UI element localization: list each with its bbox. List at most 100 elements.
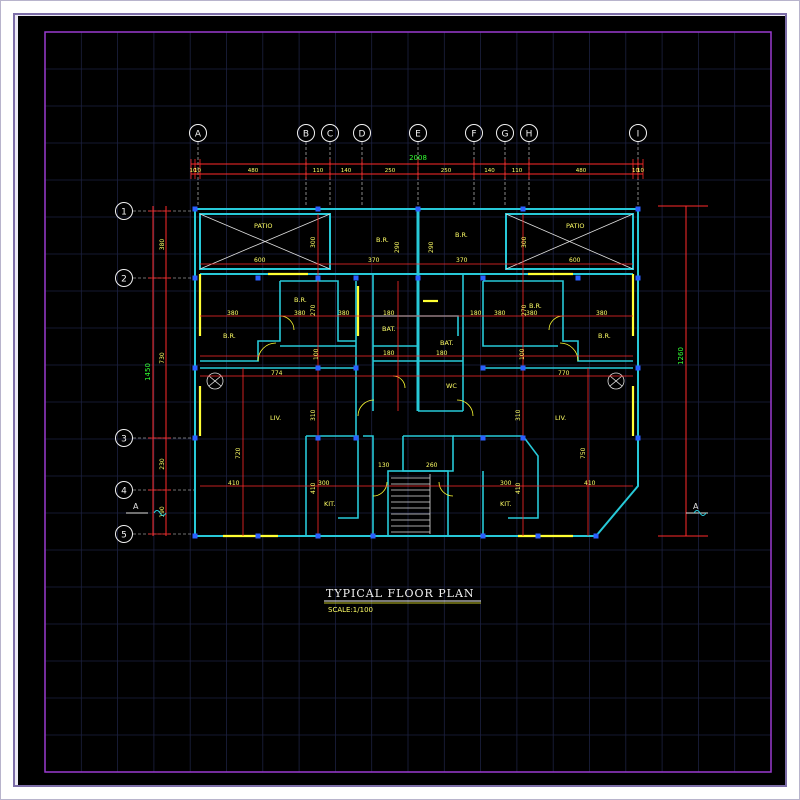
liv-left-label: LIV.	[270, 414, 281, 422]
axis-bubble	[353, 124, 371, 142]
dim-value: 380	[227, 310, 239, 317]
dim-value: 270	[310, 304, 317, 316]
kit-left-label: KIT.	[324, 500, 335, 508]
column-marker	[415, 206, 421, 212]
dim-value: 290	[394, 241, 401, 253]
column-marker	[192, 365, 198, 371]
overall-width-label: 2008	[409, 154, 427, 162]
kit-right-label: KIT.	[500, 500, 511, 508]
interior-dimension-lines	[200, 214, 633, 536]
top-dim-value: 10	[637, 168, 644, 174]
column-marker	[415, 275, 421, 281]
axis-bubble	[629, 124, 647, 142]
left-dim-value: 730	[159, 352, 166, 364]
axis-bubble	[115, 525, 133, 543]
section-mark-left-label: A	[133, 502, 139, 511]
top-dim-value: 10	[190, 168, 197, 174]
axis-bubble	[115, 269, 133, 287]
column-marker	[192, 206, 198, 212]
dim-value: 380	[494, 310, 506, 317]
top-dim-value: 250	[441, 168, 452, 174]
drawing-grid	[44, 31, 772, 773]
column-marker	[593, 533, 599, 539]
axis-label-row: 2	[121, 275, 127, 285]
column-marker	[480, 275, 486, 281]
axis-label-row: 3	[121, 435, 127, 445]
column-marker	[315, 533, 321, 539]
axis-bubble	[465, 124, 483, 142]
dim-value: 410	[228, 480, 240, 487]
column-marker	[480, 533, 486, 539]
dim-value: 260	[426, 462, 438, 469]
axis-label-col: G	[502, 130, 509, 140]
dim-value: 410	[310, 482, 317, 494]
dim-value: 300	[521, 236, 528, 248]
column-marker	[315, 365, 321, 371]
column-marker	[635, 435, 641, 441]
drawing-scale: SCALE:1/100	[328, 606, 373, 614]
column-marker	[315, 206, 321, 212]
axis-label-col: C	[327, 130, 333, 140]
dim-value: 600	[569, 257, 581, 264]
axis-label-col: F	[471, 130, 476, 140]
column-marker	[575, 275, 581, 281]
dim-value: 100	[313, 348, 320, 360]
axis-label-row: 1	[121, 208, 127, 218]
axis-bubble	[115, 481, 133, 499]
column-marker	[255, 275, 261, 281]
section-mark-right: A	[686, 502, 708, 516]
liv-right-label: LIV.	[555, 414, 566, 422]
patio-cross-lines	[199, 213, 634, 270]
axis-label-col: D	[359, 130, 366, 140]
dim-value: 300	[310, 236, 317, 248]
top-dim-value: 480	[248, 168, 259, 174]
right-height-label: 1260	[677, 347, 685, 365]
left-dim-value: 190	[159, 506, 166, 518]
top-dim-value: 10	[632, 168, 639, 174]
axis-label-col: E	[415, 130, 421, 140]
column-marker	[520, 435, 526, 441]
section-mark-right-label: A	[693, 502, 699, 511]
dim-value: 600	[254, 257, 266, 264]
column-marker	[353, 275, 359, 281]
dim-value: 180	[383, 350, 395, 357]
title-block: TYPICAL FLOOR PLAN SCALE:1/100	[324, 587, 481, 614]
axis-label-row: 5	[121, 531, 127, 541]
dim-value: 300	[500, 480, 512, 487]
dim-value: 410	[515, 482, 522, 494]
dim-value: 410	[584, 480, 596, 487]
dim-value: 770	[558, 370, 570, 377]
top-dim-value: 110	[313, 168, 324, 174]
dim-value: 310	[515, 409, 522, 421]
dim-value: 380	[338, 310, 350, 317]
axis-bubble	[189, 124, 207, 142]
overall-dimensions	[152, 163, 708, 537]
axis-bubble	[520, 124, 538, 142]
section-mark-left: A	[126, 502, 167, 516]
patio-left-label: PATIO	[254, 222, 272, 230]
dim-value: 370	[456, 257, 468, 264]
sheet-border	[44, 31, 772, 773]
axis-bubble	[115, 202, 133, 220]
room-labels: PATIO PATIO B.R. B.R. B.R. B.R. B.R. B.R…	[223, 222, 611, 508]
column-marker	[535, 533, 541, 539]
column-marker	[353, 435, 359, 441]
axis-bubble	[321, 124, 339, 142]
axis-bubble	[409, 124, 427, 142]
br-mid-right2-label: B.R.	[598, 332, 611, 340]
left-dim-value: 230	[159, 458, 166, 470]
top-dim-value: 480	[576, 168, 587, 174]
column-marker	[255, 533, 261, 539]
top-dim-value: 140	[341, 168, 352, 174]
column-marker	[635, 275, 641, 281]
axis-label-col: A	[195, 130, 202, 140]
axis-label-col: H	[526, 130, 533, 140]
axis-label-col: B	[303, 130, 309, 140]
dim-value: 290	[428, 241, 435, 253]
column-marker	[635, 206, 641, 212]
axis-label-col: I	[637, 130, 640, 140]
overall-height-label: 1450	[144, 363, 152, 381]
